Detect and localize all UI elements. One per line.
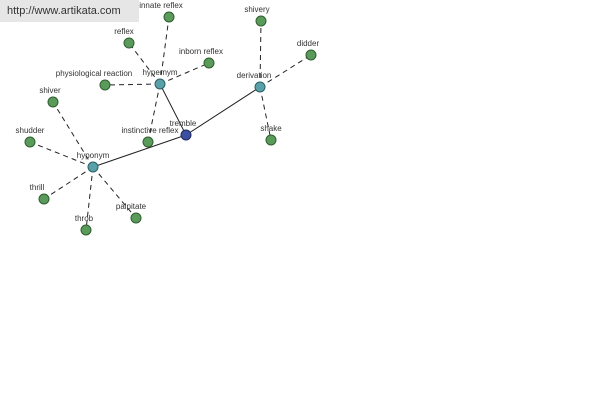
- node-label-inborn-reflex: inborn reflex: [179, 47, 223, 56]
- edge-hyponym-shiver: [52, 101, 94, 168]
- edge-tremble-hypernym: [159, 83, 187, 136]
- edge-hypernym-instinctive-reflex: [147, 83, 161, 143]
- node-label-shivery: shivery: [244, 5, 269, 14]
- edge-hyponym-throb: [85, 166, 94, 231]
- edge-tremble-hyponym: [92, 134, 187, 168]
- node-circle-tremble[interactable]: [180, 129, 192, 141]
- edge-hypernym-innate-reflex: [159, 16, 170, 85]
- edges-layer: [29, 16, 312, 231]
- node-circle-shiver[interactable]: [47, 96, 59, 108]
- node-shake[interactable]: shake: [260, 124, 282, 146]
- node-circle-throb[interactable]: [80, 224, 92, 236]
- watermark-link[interactable]: http://www.artikata.com: [0, 0, 139, 22]
- node-shiver[interactable]: shiver: [39, 86, 61, 108]
- node-innate-reflex[interactable]: innate reflex: [139, 1, 183, 23]
- node-circle-hyponym[interactable]: [87, 161, 99, 173]
- node-label-physiological-reaction: physiological reaction: [56, 69, 133, 78]
- node-label-hypernym: hypernym: [142, 68, 177, 77]
- edge-derivation-shake: [259, 86, 272, 141]
- edge-hypernym-reflex: [128, 42, 161, 85]
- node-circle-physiological-reaction[interactable]: [99, 79, 111, 91]
- node-derivation[interactable]: derivation: [237, 71, 272, 93]
- node-label-shake: shake: [260, 124, 282, 133]
- node-circle-shivery[interactable]: [255, 15, 267, 27]
- node-label-instinctive-reflex: instinctive reflex: [122, 126, 179, 135]
- node-label-reflex: reflex: [114, 27, 134, 36]
- node-circle-reflex[interactable]: [123, 37, 135, 49]
- node-hyponym[interactable]: hyponym: [77, 151, 110, 173]
- node-shudder[interactable]: shudder: [16, 126, 45, 148]
- node-label-innate-reflex: innate reflex: [139, 1, 183, 10]
- node-palpitate[interactable]: palpitate: [116, 202, 147, 224]
- node-label-throb: throb: [75, 214, 94, 223]
- edge-hyponym-shudder: [29, 141, 94, 168]
- node-didder[interactable]: didder: [297, 39, 320, 61]
- edge-derivation-shivery: [259, 20, 262, 88]
- node-circle-didder[interactable]: [305, 49, 317, 61]
- node-label-hyponym: hyponym: [77, 151, 110, 160]
- node-physiological-reaction[interactable]: physiological reaction: [56, 69, 133, 91]
- node-circle-hypernym[interactable]: [154, 78, 166, 90]
- edge-hypernym-physiological-reaction: [104, 83, 161, 86]
- node-reflex[interactable]: reflex: [114, 27, 135, 49]
- node-circle-derivation[interactable]: [254, 81, 266, 93]
- edge-derivation-didder: [259, 54, 312, 88]
- node-label-tremble: tremble: [170, 119, 197, 128]
- node-circle-thrill[interactable]: [38, 193, 50, 205]
- node-shivery[interactable]: shivery: [244, 5, 270, 27]
- node-circle-palpitate[interactable]: [130, 212, 142, 224]
- node-circle-innate-reflex[interactable]: [163, 11, 175, 23]
- nodes-layer: tremble hypernym hyponym derivation innate r…: [16, 1, 320, 236]
- node-tremble[interactable]: tremble: [170, 119, 197, 141]
- node-circle-inborn-reflex[interactable]: [203, 57, 215, 69]
- node-hypernym[interactable]: hypernym: [142, 68, 178, 90]
- node-inborn-reflex[interactable]: inborn reflex: [179, 47, 223, 69]
- node-label-thrill: thrill: [30, 183, 45, 192]
- edge-tremble-derivation: [185, 86, 261, 136]
- node-label-derivation: derivation: [237, 71, 272, 80]
- node-label-shiver: shiver: [39, 86, 61, 95]
- node-circle-shudder[interactable]: [24, 136, 36, 148]
- node-label-shudder: shudder: [16, 126, 45, 135]
- node-circle-shake[interactable]: [265, 134, 277, 146]
- edge-hyponym-palpitate: [92, 166, 137, 219]
- node-instinctive-reflex[interactable]: instinctive reflex: [122, 126, 179, 148]
- node-label-palpitate: palpitate: [116, 202, 147, 211]
- node-circle-instinctive-reflex[interactable]: [142, 136, 154, 148]
- node-label-didder: didder: [297, 39, 320, 48]
- node-throb[interactable]: throb: [75, 214, 94, 236]
- node-thrill[interactable]: thrill: [30, 183, 50, 205]
- edge-hyponym-thrill: [43, 166, 94, 200]
